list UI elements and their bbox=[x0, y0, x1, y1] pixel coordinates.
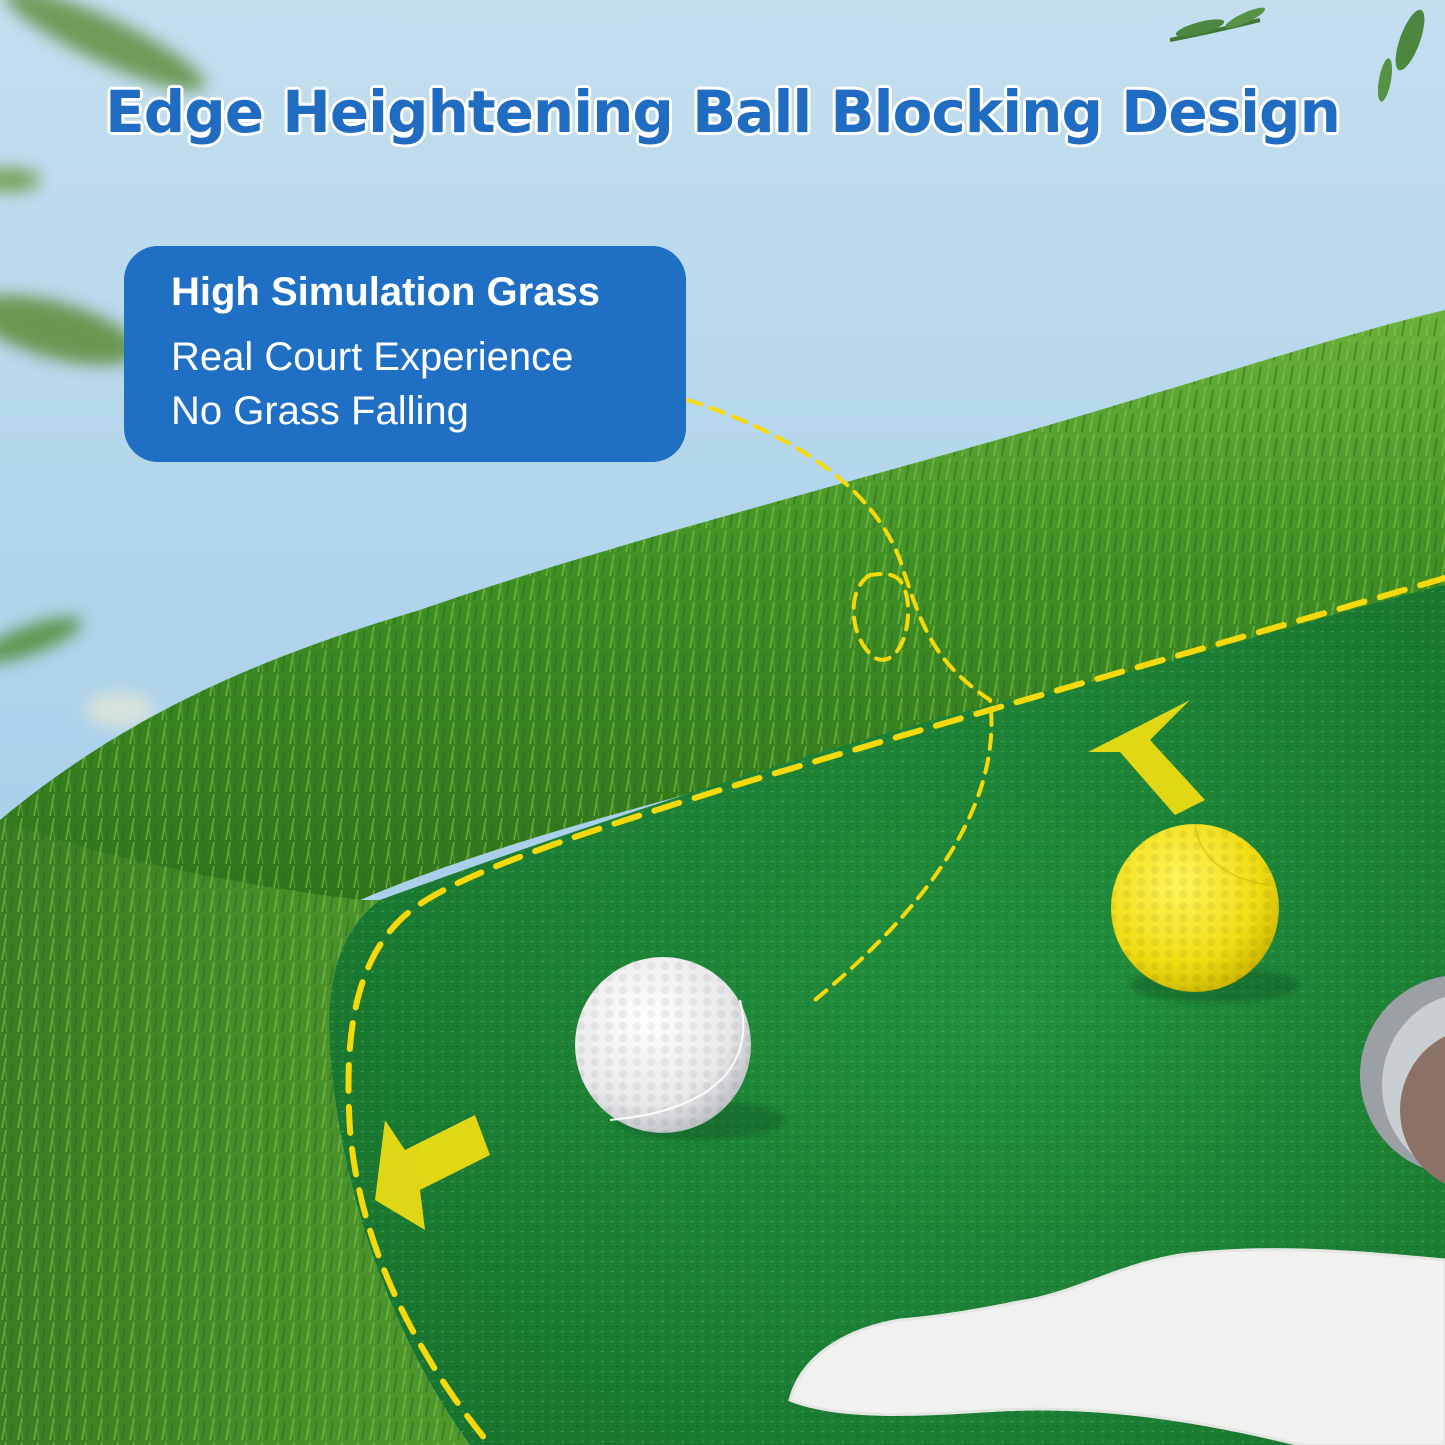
page-title: Edge Heightening Ball Blocking Design bbox=[105, 78, 1341, 146]
callout-line-1: Real Court Experience bbox=[171, 335, 574, 379]
top-right-leaves bbox=[1169, 7, 1425, 102]
callout-line-2: No Grass Falling bbox=[171, 389, 469, 433]
dashed-guide-lines bbox=[345, 398, 1445, 1445]
feature-callout: High Simulation Grass Real Court Experie… bbox=[124, 246, 686, 462]
white-sand-bunker bbox=[788, 1248, 1445, 1445]
yellow-arrow-left bbox=[375, 1115, 490, 1230]
callout-heading: High Simulation Grass bbox=[171, 270, 600, 314]
metal-hole-cup bbox=[1360, 976, 1445, 1184]
blurred-leaves bbox=[0, 0, 206, 728]
white-golf-ball bbox=[575, 957, 751, 1133]
raised-grass-edge bbox=[0, 310, 1445, 1445]
yellow-golf-ball bbox=[1111, 824, 1279, 992]
yellow-arrow-up bbox=[1088, 700, 1205, 815]
